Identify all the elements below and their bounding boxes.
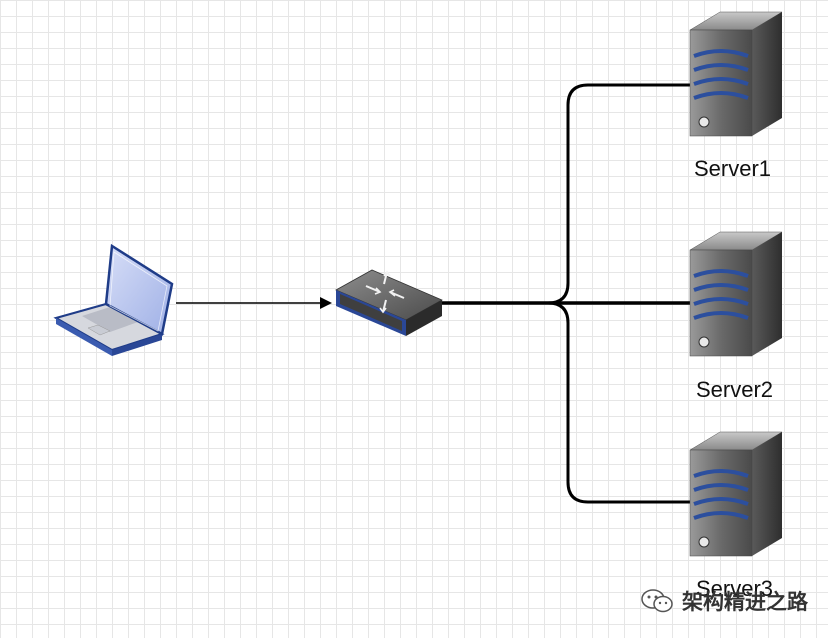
server1-icon bbox=[688, 10, 784, 138]
server1-label: Server1 bbox=[694, 156, 772, 181]
wechat-icon bbox=[641, 589, 673, 613]
server3-label: Server3 bbox=[696, 576, 774, 601]
watermark: 架构精进之路 bbox=[640, 586, 808, 616]
watermark-text: 架构精进之路 bbox=[682, 590, 808, 614]
server2-icon bbox=[688, 230, 784, 358]
edge-router-server1 bbox=[440, 83, 694, 305]
server3-icon bbox=[688, 430, 784, 558]
edge-router-server3 bbox=[440, 301, 694, 504]
laptop-icon bbox=[53, 243, 174, 356]
server2-label: Server2 bbox=[696, 377, 774, 402]
router-icon bbox=[335, 269, 443, 336]
